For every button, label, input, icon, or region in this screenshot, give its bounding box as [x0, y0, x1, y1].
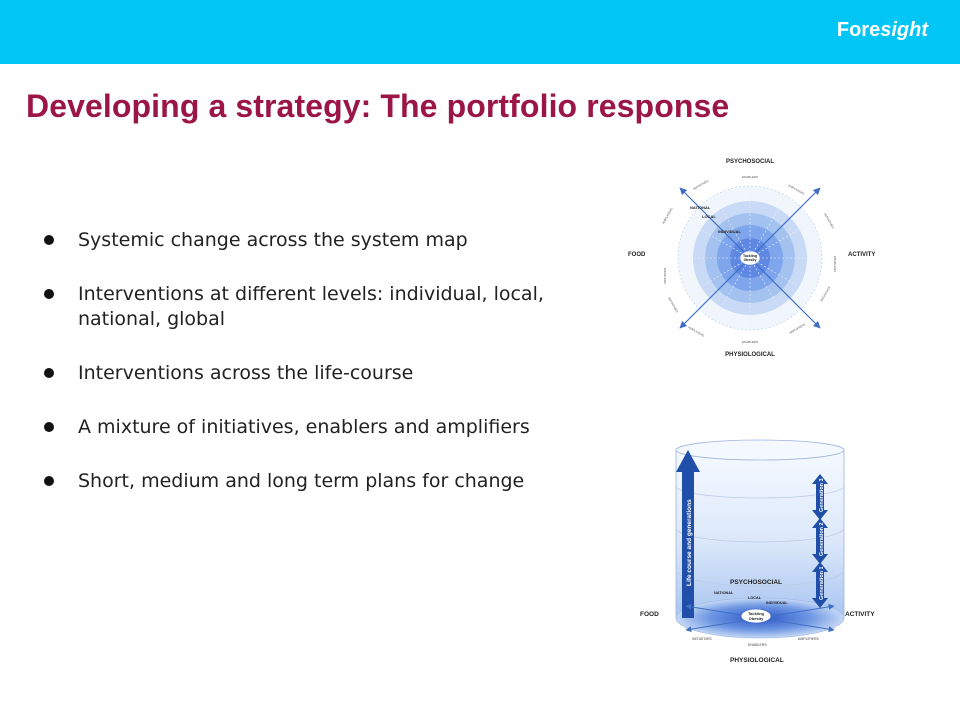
ring-label: INITIATIVES	[693, 179, 710, 191]
bullet-dot-icon	[44, 289, 54, 299]
cylinder-physiological-label: PHYSIOLOGICAL	[730, 657, 784, 664]
cylinder-figure: Life course and generations Generation 3…	[632, 436, 888, 670]
bullet-text: Interventions at different levels: indiv…	[78, 283, 544, 330]
ring-label: INITIATIVES	[667, 297, 679, 314]
cylinder-diagram: Life course and generations Generation 3…	[640, 439, 875, 664]
ring-label: INITIATIVES	[819, 286, 831, 303]
bullet-item: Systemic change across the system map	[44, 228, 584, 253]
center-label: Tackling	[743, 254, 757, 258]
cylinder-activity-label: ACTIVITY	[845, 611, 875, 618]
bullet-item: Short, medium and long term plans for ch…	[44, 469, 584, 494]
generation-3-arrow-icon	[812, 474, 828, 520]
level-label-national: NATIONAL	[690, 205, 711, 210]
system-map-figure: Tackling Obesity NATIONAL LOCAL INDIVIDU…	[620, 150, 890, 365]
bullet-item: A mixture of initiatives, enablers and a…	[44, 415, 584, 440]
generation-label: Generation 3	[819, 478, 825, 512]
bullet-text: A mixture of initiatives, enablers and a…	[78, 416, 530, 438]
life-course-label: Life course and generations	[686, 499, 693, 586]
base-center-label: Tackling	[748, 611, 764, 616]
bullet-item: Interventions at different levels: indiv…	[44, 282, 584, 332]
generation-2-arrow-icon	[812, 518, 828, 564]
ring-label: ENABLERS	[833, 256, 837, 272]
center-oval	[739, 250, 761, 266]
level-label-local: LOCAL	[702, 214, 716, 219]
base-center-label: Obesity	[749, 616, 764, 621]
bullet-dot-icon	[44, 235, 54, 245]
system-map-diagram: Tackling Obesity NATIONAL LOCAL INDIVIDU…	[628, 159, 875, 358]
ring-label: AMPLIFIERS	[789, 322, 806, 334]
ring-labels: ENABLERS ENABLERS INITIATIVES AMPLIFIERS…	[661, 175, 837, 344]
bullet-list: Systemic change across the system map In…	[44, 228, 584, 523]
center-label: Obesity	[744, 258, 757, 262]
ring-label: ENABLERS	[742, 175, 758, 179]
level-label-individual: INDIVIDUAL	[718, 229, 741, 234]
generation-label: Generation 1	[819, 566, 825, 600]
cylinder-level-label: NATIONAL	[714, 591, 734, 595]
bullet-dot-icon	[44, 368, 54, 378]
cylinder-rim-label: INITIATIVES	[692, 637, 712, 641]
ring-label: AMPLIFIERS	[688, 325, 705, 337]
header-bar: Foresight	[0, 0, 960, 64]
bullet-item: Interventions across the life-course	[44, 361, 584, 386]
slide-title: Developing a strategy: The portfolio res…	[26, 88, 730, 124]
generation-label: Generation 2	[819, 522, 825, 556]
generation-arrows: Generation 3 Generation 2 Generation 1	[812, 474, 828, 608]
cylinder-level-label: LOCAL	[748, 596, 762, 600]
cylinder-rim-label: AMPLIFIERS	[798, 637, 819, 641]
cylinder-top	[675, 439, 845, 461]
ring-label: AMPLIFIERS	[788, 183, 805, 195]
bullet-text: Interventions across the life-course	[78, 362, 414, 384]
ring-label: ENABLERS	[742, 340, 758, 344]
cylinder-psychosocial-label: PSYCHOSOCIAL	[730, 579, 782, 586]
cylinder-level-label: INDIVIDUAL	[766, 601, 788, 605]
ring-label: INITIATIVES	[823, 213, 835, 230]
ring-label: ENABLERS	[663, 268, 667, 284]
life-course-arrow-icon	[676, 450, 700, 618]
psychosocial-label: PSYCHOSOCIAL	[726, 159, 774, 165]
bullet-dot-icon	[44, 476, 54, 486]
bullet-dot-icon	[44, 422, 54, 432]
ring-label: AMPLIFIERS	[661, 207, 673, 224]
bullet-text: Short, medium and long term plans for ch…	[78, 470, 525, 492]
foresight-logo: Foresight	[836, 19, 928, 41]
activity-label: ACTIVITY	[848, 252, 875, 258]
generation-1-arrow-icon	[812, 562, 828, 608]
cylinder-rim-label: ENABLERS	[748, 643, 767, 647]
physiological-label: PHYSIOLOGICAL	[725, 352, 775, 358]
cylinder-food-label: FOOD	[640, 611, 659, 618]
food-label: FOOD	[628, 252, 646, 258]
base-center-oval	[740, 608, 772, 624]
bullet-text: Systemic change across the system map	[78, 229, 468, 251]
